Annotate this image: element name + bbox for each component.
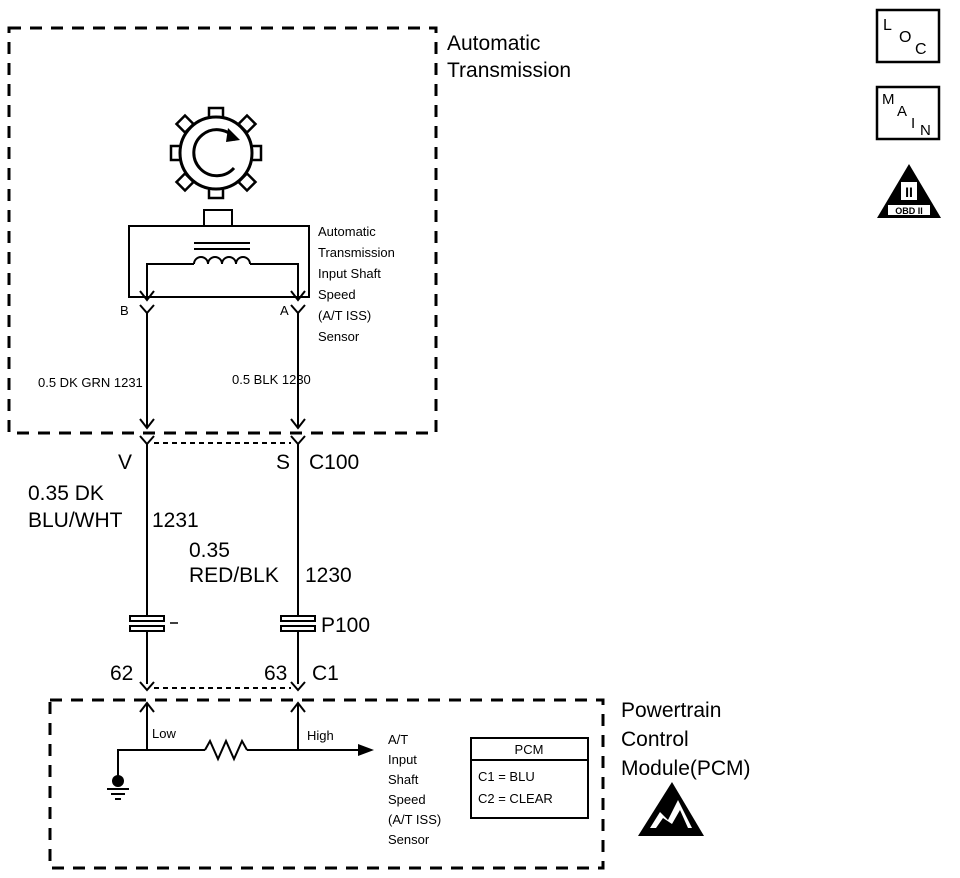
wire-1231-upper-label: 0.5 DK GRN 1231 [38, 375, 143, 390]
svg-text:(A/T ISS): (A/T ISS) [318, 308, 371, 323]
c1-label: C1 [312, 662, 339, 685]
sensor-pin-b: B [120, 303, 129, 318]
svg-text:A/T: A/T [388, 732, 408, 747]
wire-1230-upper-label: 0.5 BLK 1230 [232, 372, 311, 387]
transmission-title-line2: Transmission [447, 59, 571, 82]
wire-1231-mid-circuit: 1231 [152, 509, 199, 532]
inductor-coil-icon [193, 256, 251, 265]
c100-pin-v: V [118, 451, 132, 474]
pcm-connector-table: PCM C1 = BLU C2 = CLEAR [470, 737, 589, 819]
p100-label: P100 [321, 614, 370, 637]
svg-text:N: N [920, 122, 931, 139]
svg-text:Automatic: Automatic [318, 224, 376, 239]
pcm-internal-circuit [107, 701, 374, 800]
pcm-signal-label: A/T Input Shaft Speed (A/T ISS) Sensor [388, 732, 441, 847]
svg-text:Input: Input [388, 752, 417, 767]
svg-text:C: C [915, 41, 927, 58]
c100-pin-s: S [276, 451, 290, 474]
pcm-table-row-1: C1 = BLU [478, 769, 535, 784]
iss-sensor-body [128, 209, 310, 302]
svg-text:Speed: Speed [318, 287, 356, 302]
svg-text:Speed: Speed [388, 792, 426, 807]
wire-1230-mid-label-line1: 0.35 [189, 539, 230, 562]
svg-text:(A/T ISS): (A/T ISS) [388, 812, 441, 827]
transmission-boundary [7, 26, 438, 435]
svg-text:M: M [882, 91, 895, 108]
wire-1230-mid-circuit: 1230 [305, 564, 352, 587]
sensor-pin-a: A [280, 303, 289, 318]
svg-text:Shaft: Shaft [388, 772, 419, 787]
svg-text:O: O [899, 29, 911, 46]
connector-c1 [139, 681, 306, 692]
connector-c100 [139, 435, 306, 446]
svg-text:Input Shaft: Input Shaft [318, 266, 381, 281]
pcm-high-label: High [307, 728, 334, 743]
obd-ii-icon[interactable]: II OBD II [877, 164, 941, 218]
pcm-table-row-2: C2 = CLEAR [478, 791, 553, 806]
transmission-title-line1: Automatic [447, 32, 540, 55]
svg-text:II: II [905, 184, 913, 200]
pcm-table-header: PCM [515, 742, 544, 757]
svg-text:Sensor: Sensor [388, 832, 430, 847]
pcm-boundary [48, 698, 605, 870]
pcm-title-line2: Control [621, 728, 689, 751]
main-icon[interactable]: M A I N [875, 85, 941, 141]
svg-text:Sensor: Sensor [318, 329, 360, 344]
wire-1231-mid-label-line2: BLU/WHT [28, 509, 123, 532]
reluctor-wheel-icon [169, 106, 263, 200]
loc-icon[interactable]: L O C [875, 8, 941, 64]
pcm-title-line3: Module(PCM) [621, 757, 751, 780]
sensor-label: Automatic Transmission Input Shaft Speed… [318, 224, 395, 344]
pcm-title-line1: Powertrain [621, 699, 721, 722]
esd-warning-icon [638, 782, 704, 836]
svg-text:L: L [883, 17, 892, 34]
pcm-low-label: Low [152, 726, 176, 741]
svg-text:OBD II: OBD II [895, 206, 923, 216]
c100-label: C100 [309, 451, 359, 474]
resistor-icon [204, 738, 248, 762]
ground-icon [107, 775, 129, 800]
connector-p100 [129, 615, 316, 632]
svg-text:A: A [897, 103, 907, 120]
svg-text:Transmission: Transmission [318, 245, 395, 260]
c1-pin-62: 62 [110, 662, 133, 685]
svg-text:I: I [911, 115, 915, 132]
wire-1231-mid-label-line1: 0.35 DK [28, 482, 104, 505]
c1-pin-63: 63 [264, 662, 287, 685]
wire-1230-mid-label-line2: RED/BLK [189, 564, 279, 587]
